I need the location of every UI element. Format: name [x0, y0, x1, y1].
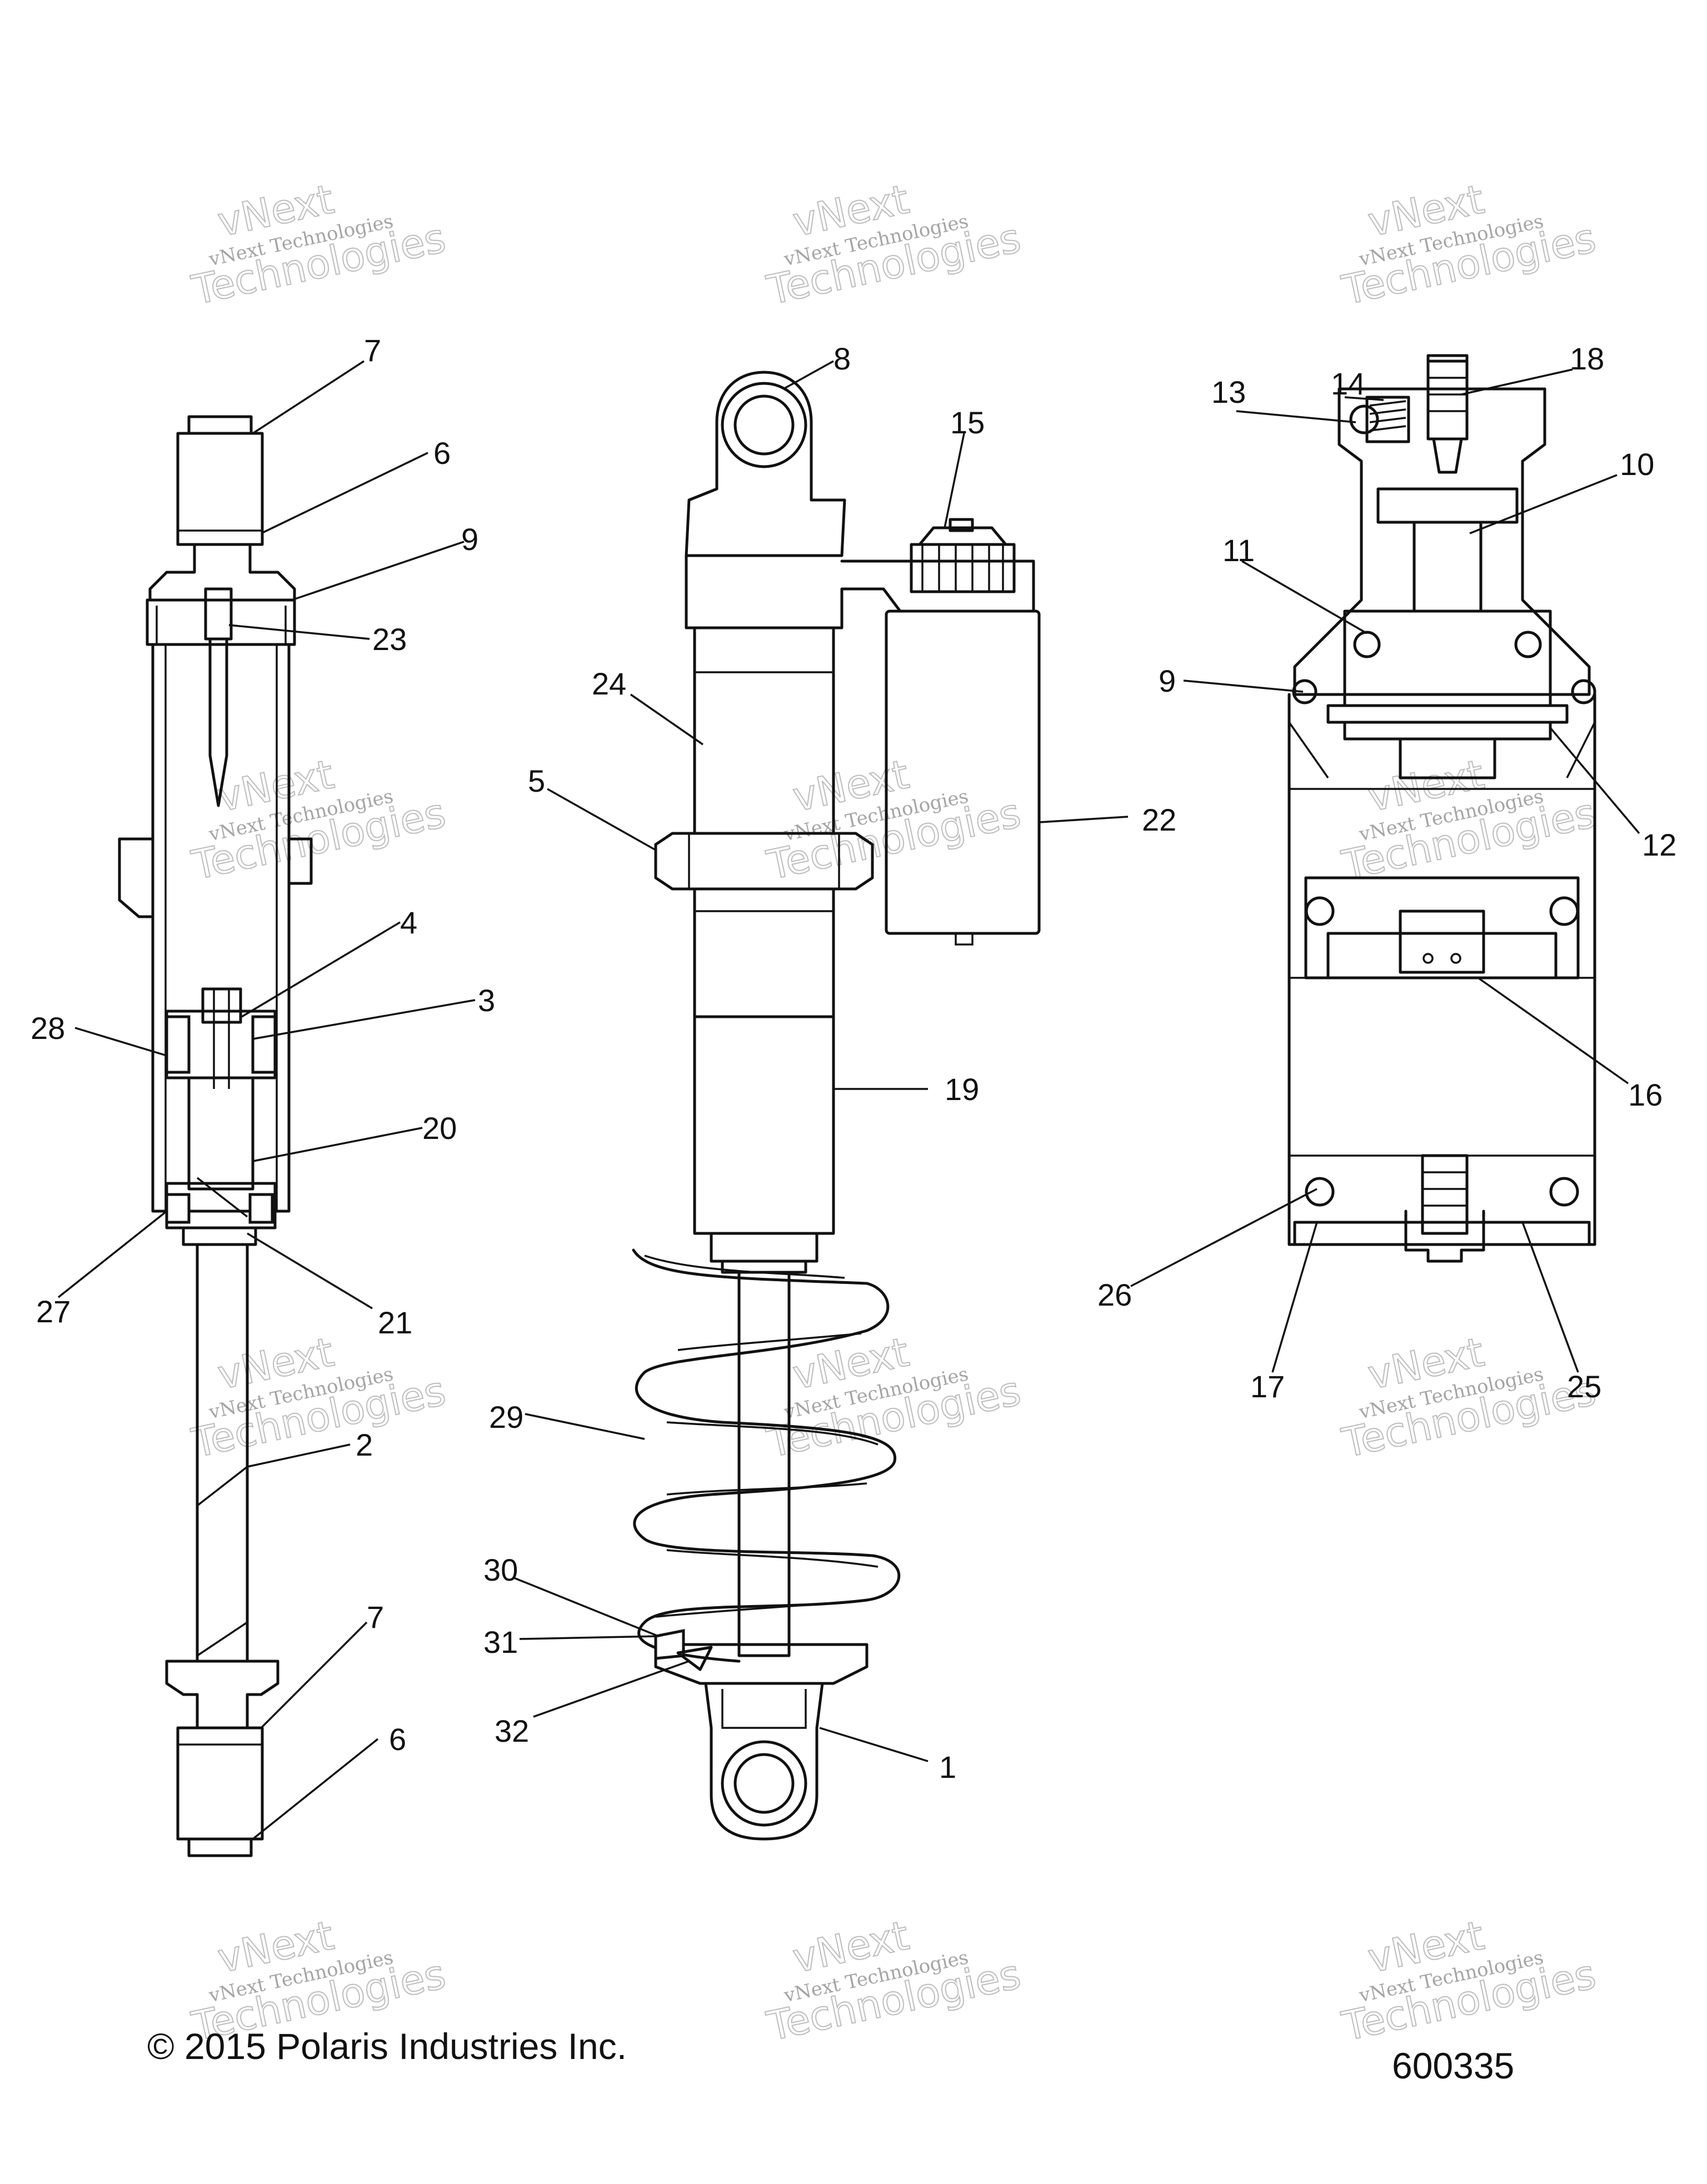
watermark: vNext vNext Technologies Technologies — [762, 1328, 1025, 1467]
callout-17: 17 — [1250, 1369, 1285, 1404]
piston-oring — [1305, 896, 1335, 926]
callout-29: 29 — [489, 1400, 523, 1435]
reservoir-cross-section — [1287, 354, 1596, 1263]
watermark: vNext vNext Technologies Technologies — [1337, 750, 1600, 889]
bottom-out-bumper — [187, 1076, 254, 1191]
callout-11: 11 — [1222, 533, 1255, 568]
coil-spring — [632, 1248, 901, 1663]
copyright-text: © 2015 Polaris Industries Inc. — [147, 2026, 627, 2067]
shock-body — [151, 643, 291, 1213]
schrader-valve — [1421, 1154, 1469, 1235]
valve-stack — [1343, 609, 1552, 707]
callout-31: 31 — [483, 1625, 518, 1660]
shock-body-lower — [693, 1015, 835, 1235]
callout-22: 22 — [1142, 802, 1176, 837]
diagram-id: 600335 — [1392, 2045, 1515, 2086]
bottom-eye-mount — [704, 1682, 824, 1841]
callout-23: 23 — [372, 622, 407, 657]
adjuster-screw — [1426, 359, 1469, 441]
callout-21: 21 — [378, 1305, 412, 1340]
preload-nut — [654, 832, 874, 891]
bleed-screw — [204, 587, 233, 641]
detent-spring — [1365, 396, 1410, 443]
callout-10: 10 — [1620, 447, 1654, 482]
reservoir-cap — [1293, 387, 1591, 696]
bleed-needle — [208, 637, 228, 807]
watermark: vNext vNext Technologies Technologies — [762, 175, 1025, 314]
callout-9-right: 9 — [1159, 663, 1176, 698]
callout-6-lower: 6 — [389, 1722, 406, 1757]
callout-19: 19 — [945, 1072, 979, 1107]
bottom-eyelet-cap — [187, 1837, 253, 1857]
assembled-shock — [632, 371, 1041, 1841]
callout-25: 25 — [1567, 1369, 1601, 1404]
callout-18: 18 — [1570, 341, 1604, 376]
callout-24: 24 — [592, 666, 626, 701]
top-cap — [146, 598, 296, 646]
callout-8: 8 — [833, 341, 851, 376]
callout-32: 32 — [495, 1713, 529, 1748]
end-cap — [1293, 1221, 1591, 1246]
top-eyelet-bushing — [176, 432, 264, 546]
callout-2: 2 — [356, 1427, 373, 1462]
callout-20: 20 — [422, 1111, 457, 1146]
watermark: vNext vNext Technologies Technologies — [1337, 175, 1600, 314]
callout-3: 3 — [478, 983, 495, 1018]
callout-12: 12 — [1642, 827, 1676, 862]
callout-7-lower: 7 — [367, 1600, 384, 1635]
callout-14: 14 — [1331, 366, 1365, 401]
callout-16: 16 — [1628, 1077, 1663, 1112]
callout-7: 7 — [364, 333, 381, 368]
shock-body-mid — [693, 887, 835, 1018]
watermark: vNext vNext Technologies Technologies — [1337, 1328, 1600, 1467]
piston-nut — [201, 987, 242, 1024]
callout-numbers: 7 6 9 23 4 3 28 20 27 21 2 7 6 8 15 24 5… — [31, 333, 1676, 1785]
callout-4: 4 — [400, 905, 417, 940]
watermark: vNext vNext Technologies Technologies — [1337, 1911, 1600, 2050]
callout-9: 9 — [461, 522, 478, 557]
floating-piston — [1304, 876, 1580, 979]
top-eye-mount — [685, 371, 846, 557]
callout-6: 6 — [433, 436, 451, 471]
watermark: vNext vNext Technologies Technologies — [187, 175, 450, 314]
detent-ball — [1349, 404, 1379, 434]
callout-5: 5 — [528, 763, 545, 798]
shim — [1343, 721, 1552, 741]
shock-cross-section — [118, 415, 313, 1857]
top-eye-bushing — [721, 382, 807, 468]
reservoir-port — [118, 837, 154, 918]
top-eyelet-cap — [187, 415, 253, 435]
leader-lines — [57, 360, 1640, 1840]
callout-30: 30 — [483, 1552, 518, 1587]
adjuster-knob — [910, 543, 1016, 593]
valve-body — [1376, 487, 1519, 524]
top-mount-stem — [148, 543, 296, 602]
bottom-eye-bushing — [721, 1740, 807, 1827]
callout-15: 15 — [950, 405, 985, 440]
callout-27: 27 — [36, 1294, 71, 1329]
callout-26: 26 — [1097, 1277, 1132, 1312]
end-cap-oring — [1305, 1177, 1335, 1207]
reservoir — [885, 609, 1041, 935]
callout-13: 13 — [1211, 374, 1246, 409]
valve-seal — [1353, 631, 1381, 658]
callout-1: 1 — [939, 1750, 956, 1785]
callout-28: 28 — [31, 1011, 65, 1046]
watermark-layer: vNext vNext Technologies Technologies vN… — [187, 175, 1600, 2050]
spring-retainer — [654, 1643, 869, 1685]
watermark: vNext vNext Technologies Technologies — [762, 1911, 1025, 2050]
bottom-mount-stem — [165, 1660, 279, 1730]
